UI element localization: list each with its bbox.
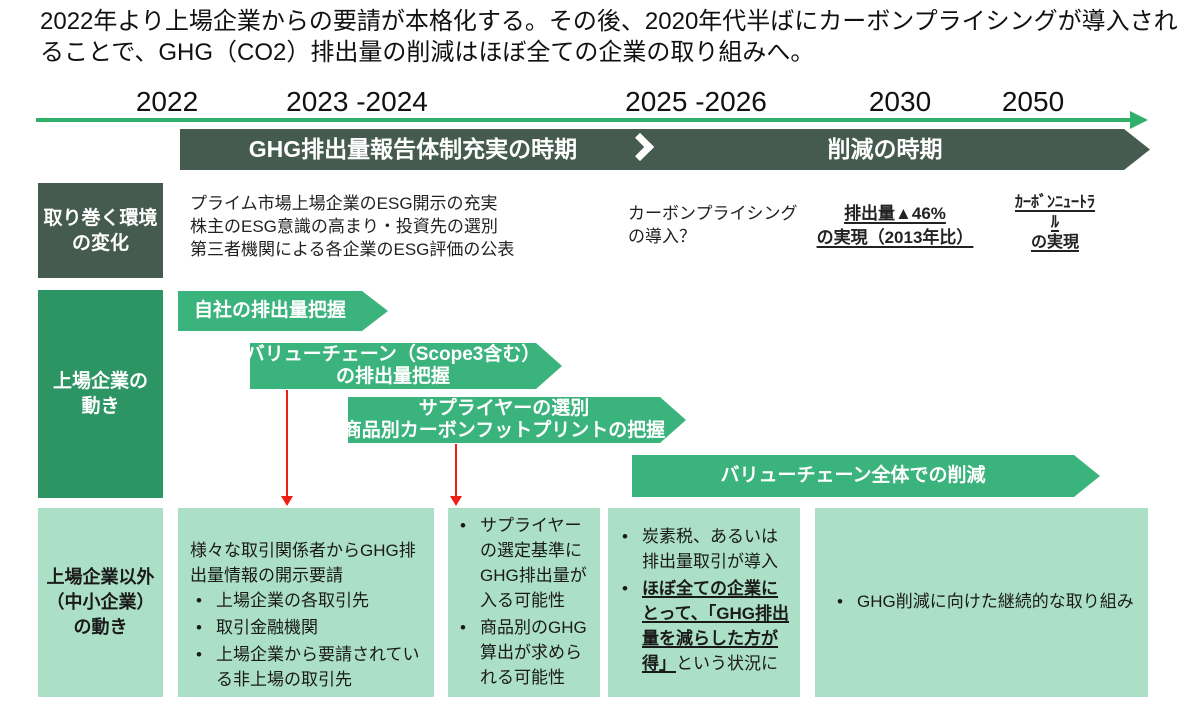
box-heading: 様々な取引関係者からGHG排出量情報の開示要請 bbox=[190, 541, 416, 585]
label-line: 上場企業以外 bbox=[46, 567, 155, 587]
bullet-list: GHG削減に向けた継続的な取り組み bbox=[831, 589, 1134, 616]
environment-esg-text: プライム市場上場企業のESG開示の充実 株主のESG意識の高まり・投資先の選別 … bbox=[190, 192, 514, 261]
red-down-arrow-icon bbox=[281, 390, 293, 506]
timeline-arrowhead-icon bbox=[1130, 111, 1148, 129]
arrow-label-line: バリューチェーン（Scope3含む） bbox=[245, 344, 541, 365]
phase2-label: 削減の時期 bbox=[827, 136, 943, 162]
list-item: GHG削減に向けた継続的な取り組み bbox=[831, 589, 1134, 614]
text-line: カーボンプライシング bbox=[628, 204, 798, 223]
text-line: 第三者機関による各企業のESG評価の公表 bbox=[190, 240, 515, 259]
carbon-neutral-text: ｶｰﾎﾞﾝﾆｭｰﾄﾗﾙ の実現 bbox=[988, 193, 1122, 253]
bullet-list: 上場企業の各取引先 取引金融機関 上場企業から要請されている非上場の取引先 bbox=[190, 588, 426, 692]
label-line: （中小企業） bbox=[46, 592, 155, 612]
sidebar-environment-label: 取り巻く環境 の変化 bbox=[38, 183, 163, 278]
label-line: 動き bbox=[81, 396, 120, 417]
unlisted-box-continuous-efforts: GHG削減に向けた継続的な取り組み bbox=[815, 508, 1148, 697]
label-line: 取り巻く環境 bbox=[43, 207, 158, 229]
unlisted-box-carbon-tax: 炭素税、あるいは排出量取引が導入 ほぼ全ての企業にとって、「GHG排出量を減らし… bbox=[608, 508, 800, 697]
unlisted-box-disclosure-requests: 様々な取引関係者からGHG排出量情報の開示要請 上場企業の各取引先 取引金融機関… bbox=[178, 508, 434, 697]
label-line: の変化 bbox=[71, 232, 129, 254]
year-label-2023-2024: 2023 -2024 bbox=[286, 86, 428, 117]
arrow-label-line: 商品別カーボンフットプリントの把握 bbox=[342, 420, 666, 441]
text-line: 排出量▲46% bbox=[844, 204, 946, 223]
text-line: の実現 bbox=[1030, 234, 1079, 251]
plain-text: という状況に bbox=[676, 654, 778, 673]
arrow-label: 自社の排出量把握 bbox=[193, 300, 346, 321]
text-line: プライム市場上場企業のESG開示の充実 bbox=[190, 194, 498, 213]
arrow-label-line: の排出量把握 bbox=[335, 366, 450, 387]
page-title: 2022年より上場企業からの要請が本格化する。その後、2020年代半ばにカーボン… bbox=[40, 8, 1178, 66]
list-item: サプライヤーの選定基準にGHG排出量が入る可能性 bbox=[454, 513, 596, 613]
year-label-2025-2026: 2025 -2026 bbox=[625, 86, 767, 117]
bullet-list: サプライヤーの選定基準にGHG排出量が入る可能性 商品別のGHG算出が求められる… bbox=[454, 513, 596, 690]
year-label-2030: 2030 bbox=[868, 86, 932, 117]
arrow-value-chain-scope3: バリューチェーン（Scope3含む） の排出量把握 bbox=[250, 343, 562, 389]
list-item: 上場企業から要請されている非上場の取引先 bbox=[190, 642, 426, 692]
arrow-value-chain-reduction: バリューチェーン全体での削減 bbox=[632, 455, 1100, 497]
text-line: 株主のESG意識の高まり・投資先の選別 bbox=[190, 217, 498, 236]
emphasized-text: ほぼ全ての企業にとって、「GHG排出量を減らした方が得」 bbox=[642, 579, 790, 673]
timeline-axis-line bbox=[36, 118, 1134, 122]
arrow-own-emissions: 自社の排出量把握 bbox=[178, 291, 388, 331]
red-down-arrow-icon bbox=[450, 444, 462, 506]
phase1-label: GHG排出量報告体制充実の時期 bbox=[248, 136, 578, 162]
emission-reduction-target-text: 排出量▲46% の実現（2013年比） bbox=[795, 202, 995, 250]
list-item: 取引金融機関 bbox=[190, 615, 426, 640]
text-line: の実現（2013年比） bbox=[816, 228, 974, 247]
label-line: の動き bbox=[73, 617, 128, 637]
text-line: ｶｰﾎﾞﾝﾆｭｰﾄﾗﾙ bbox=[1014, 194, 1095, 231]
year-label-2022: 2022 bbox=[135, 86, 199, 117]
arrow-supplier-selection: サプライヤーの選別 商品別カーボンフットプリントの把握 bbox=[348, 397, 686, 443]
phase-band: GHG排出量報告体制充実の時期 削減の時期 bbox=[180, 129, 1150, 170]
unlisted-box-supplier-criteria: サプライヤーの選定基準にGHG排出量が入る可能性 商品別のGHG算出が求められる… bbox=[448, 508, 600, 697]
list-item: ほぼ全ての企業にとって、「GHG排出量を減らした方が得」という状況に bbox=[616, 576, 794, 676]
label-line: 上場企業の bbox=[52, 371, 148, 392]
sidebar-listed-companies-label: 上場企業の 動き bbox=[38, 290, 163, 498]
list-item: 商品別のGHG算出が求められる可能性 bbox=[454, 615, 596, 690]
arrow-label: バリューチェーン全体での削減 bbox=[720, 465, 986, 486]
bullet-list: 炭素税、あるいは排出量取引が導入 ほぼ全ての企業にとって、「GHG排出量を減らし… bbox=[616, 524, 794, 676]
list-item: 上場企業の各取引先 bbox=[190, 588, 426, 613]
arrow-label-line: サプライヤーの選別 bbox=[418, 398, 590, 419]
carbon-pricing-text: カーボンプライシング の導入？ bbox=[628, 202, 798, 248]
list-item: 炭素税、あるいは排出量取引が導入 bbox=[616, 524, 794, 574]
text-line: の導入？ bbox=[628, 227, 696, 246]
sidebar-unlisted-companies-label: 上場企業以外 （中小企業） の動き bbox=[38, 508, 163, 697]
year-label-2050: 2050 bbox=[1001, 86, 1065, 117]
